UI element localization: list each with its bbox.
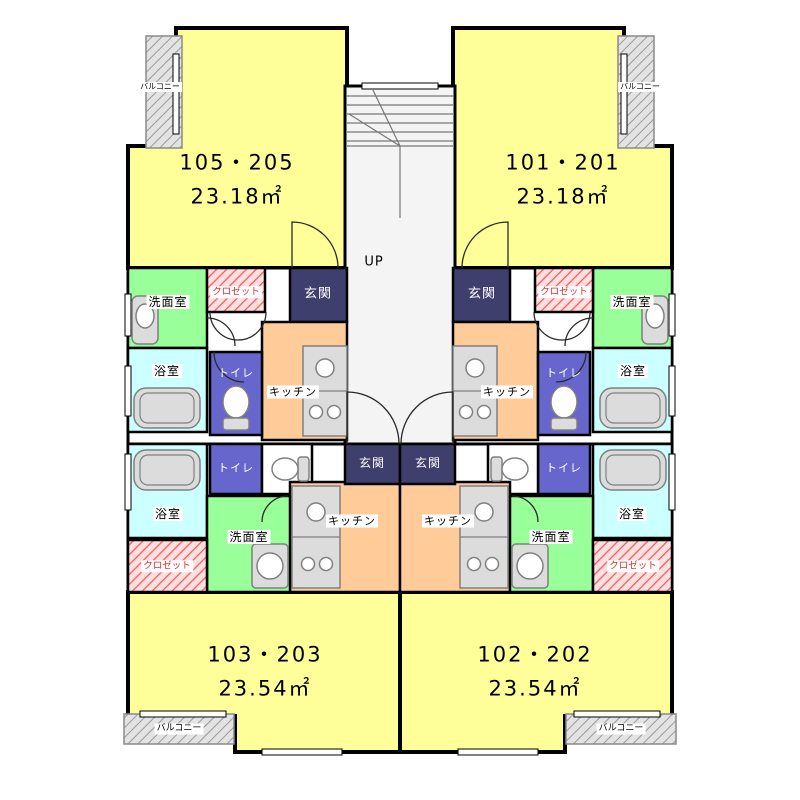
label-toilet: トイレ xyxy=(546,461,582,475)
toilet xyxy=(536,442,592,496)
fixtures xyxy=(131,295,669,589)
unit-area-105-205: 23.18㎡ xyxy=(190,184,284,209)
label-closet: クロゼット xyxy=(210,286,262,298)
label-entrance: 玄関 xyxy=(414,456,442,470)
bathtub-fixture xyxy=(599,387,667,429)
door-arcs xyxy=(206,221,594,523)
label-closet: クロゼット xyxy=(141,560,193,572)
label-closet: クロゼット xyxy=(538,286,590,298)
stairwell xyxy=(343,84,457,446)
door-arc xyxy=(400,391,454,445)
label-bath: 浴室 xyxy=(152,507,184,521)
stairs-up-label: UP xyxy=(364,254,384,270)
door-arc xyxy=(461,221,509,269)
door-arc xyxy=(346,391,400,445)
label-bath: 浴室 xyxy=(616,507,648,521)
label-entrance: 玄関 xyxy=(358,456,386,470)
closet-door-arc xyxy=(561,311,591,341)
label-entrance: 玄関 xyxy=(303,286,333,302)
unit-number-101-201: 101・201 xyxy=(505,150,621,175)
label-bath: 浴室 xyxy=(151,364,183,378)
door-arc xyxy=(564,317,594,347)
door-arc xyxy=(555,351,587,383)
door-arc xyxy=(206,317,236,347)
bathtub-fixture xyxy=(133,449,201,491)
label-balcony: バルコニー xyxy=(154,723,204,735)
closet-door-arc xyxy=(209,311,239,341)
label-balcony: バルコニー xyxy=(138,82,182,92)
label-washroom: 洗面室 xyxy=(610,295,654,309)
label-kitchen: キッチン xyxy=(326,514,378,528)
label-toilet: トイレ xyxy=(218,366,254,380)
unit-number-102-202: 102・202 xyxy=(477,642,593,667)
bathtub-fixture xyxy=(599,449,667,491)
door-arc xyxy=(291,221,339,269)
windows xyxy=(124,53,676,756)
closet xyxy=(126,538,209,594)
bathtub-fixture xyxy=(133,387,201,429)
label-kitchen: キッチン xyxy=(267,385,319,399)
label-closet: クロゼット xyxy=(607,560,659,572)
stair-treads xyxy=(347,87,453,218)
label-bath: 浴室 xyxy=(617,364,649,378)
label-balcony: バルコニー xyxy=(618,82,662,92)
label-toilet: トイレ xyxy=(546,366,582,380)
basin xyxy=(135,303,155,329)
toilet-fixture xyxy=(271,457,299,481)
closet-door-arc xyxy=(533,311,563,341)
label-kitchen: キッチン xyxy=(422,514,474,528)
unit-number-105-205: 105・205 xyxy=(179,150,295,175)
label-washroom: 洗面室 xyxy=(227,530,271,544)
label-entrance: 玄関 xyxy=(467,286,497,302)
door-arc xyxy=(261,495,289,523)
closet-door-arc xyxy=(237,311,267,341)
unit-number-103-203: 103・203 xyxy=(207,642,323,667)
basin xyxy=(645,303,665,329)
toilet-fixture xyxy=(222,385,250,419)
entrance xyxy=(398,442,457,486)
toilet-fixture xyxy=(501,457,529,481)
label-washroom: 洗面室 xyxy=(146,295,190,309)
door-arc xyxy=(213,351,245,383)
toilet xyxy=(208,442,264,496)
unit-area-103-203: 23.54㎡ xyxy=(218,676,312,701)
label-toilet: トイレ xyxy=(218,461,254,475)
label-balcony: バルコニー xyxy=(596,723,646,735)
door-arc xyxy=(511,495,539,523)
label-washroom: 洗面室 xyxy=(529,530,573,544)
label-kitchen: キッチン xyxy=(481,385,533,399)
unit-area-101-201: 23.18㎡ xyxy=(516,184,610,209)
unit-area-102-202: 23.54㎡ xyxy=(488,676,582,701)
toilet-fixture xyxy=(550,385,578,419)
